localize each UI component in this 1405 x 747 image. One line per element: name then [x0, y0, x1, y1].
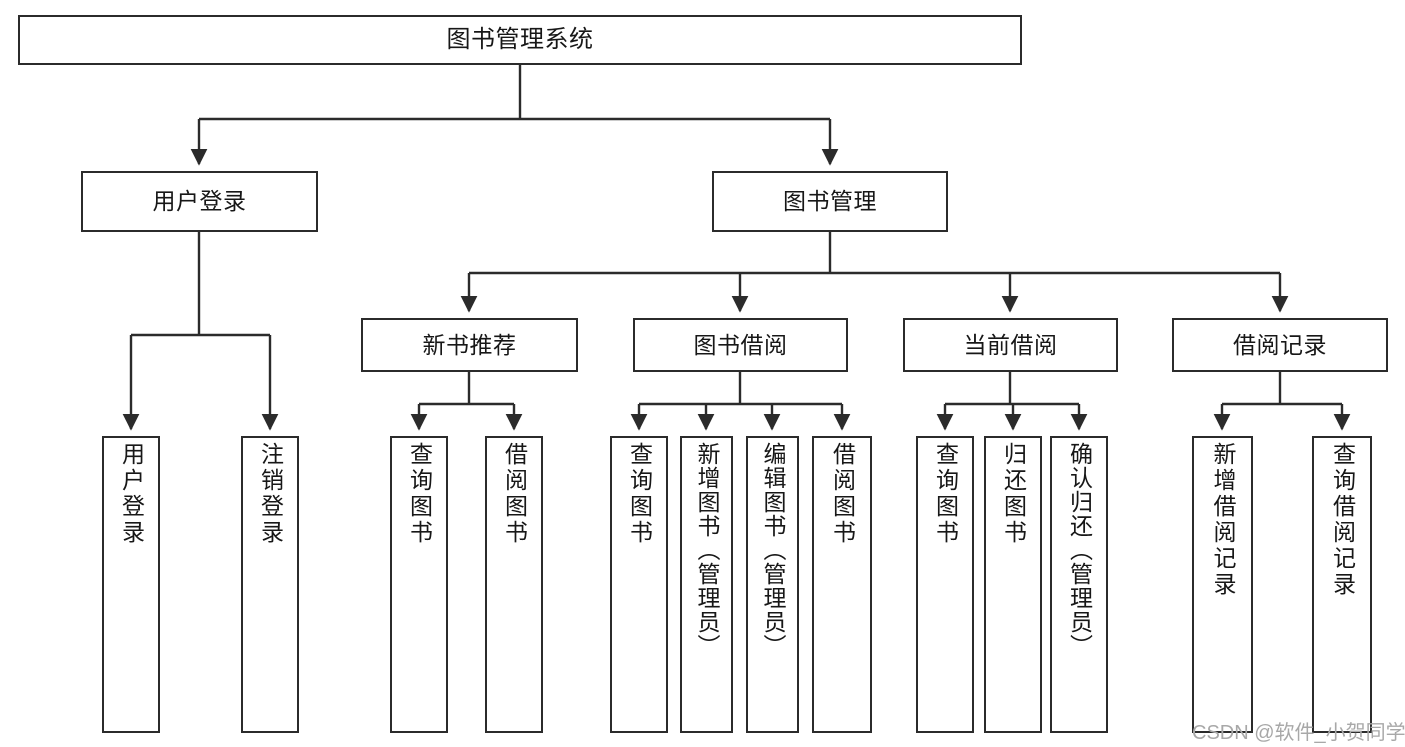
node-user-login[interactable]: 用户登录 [81, 171, 318, 232]
node-leaf-query-record-label: 查询借阅记录 [1329, 442, 1356, 598]
node-leaf-borrow-book-2-label: 借阅图书 [829, 442, 856, 546]
node-root[interactable]: 图书管理系统 [18, 15, 1022, 65]
node-current-borrow[interactable]: 当前借阅 [903, 318, 1118, 372]
node-leaf-user-logout[interactable]: 注销登录 [241, 436, 299, 733]
node-user-login-label: 用户登录 [152, 188, 247, 215]
node-leaf-return-book-label: 归还图书 [1000, 442, 1027, 546]
node-new-book-rec[interactable]: 新书推荐 [361, 318, 578, 372]
node-leaf-confirm-return[interactable]: 确认归还（管理员） [1050, 436, 1108, 733]
node-leaf-borrow-book-2[interactable]: 借阅图书 [812, 436, 872, 733]
node-leaf-query-book-2[interactable]: 查询图书 [610, 436, 668, 733]
node-leaf-add-book-label: 新增图书（管理员） [694, 442, 720, 658]
node-leaf-user-logout-label: 注销登录 [257, 442, 284, 546]
node-book-borrow-label: 图书借阅 [693, 331, 788, 358]
node-book-borrow[interactable]: 图书借阅 [633, 318, 848, 372]
node-leaf-confirm-return-label: 确认归还（管理员） [1066, 442, 1093, 658]
node-leaf-add-record[interactable]: 新增借阅记录 [1192, 436, 1253, 733]
node-leaf-borrow-book-1-label: 借阅图书 [501, 442, 528, 546]
node-leaf-user-login[interactable]: 用户登录 [102, 436, 160, 733]
node-leaf-edit-book-label: 编辑图书（管理员） [760, 442, 786, 658]
node-leaf-borrow-book-1[interactable]: 借阅图书 [485, 436, 543, 733]
node-borrow-record[interactable]: 借阅记录 [1172, 318, 1388, 372]
node-leaf-query-book-3-label: 查询图书 [932, 442, 959, 546]
node-leaf-user-login-label: 用户登录 [118, 442, 145, 546]
node-leaf-query-record[interactable]: 查询借阅记录 [1312, 436, 1372, 733]
node-root-label: 图书管理系统 [446, 26, 594, 54]
node-leaf-query-book-3[interactable]: 查询图书 [916, 436, 974, 733]
node-leaf-edit-book[interactable]: 编辑图书（管理员） [746, 436, 799, 733]
node-current-borrow-label: 当前借阅 [963, 331, 1058, 358]
node-leaf-query-book-1-label: 查询图书 [406, 442, 433, 546]
node-leaf-add-record-label: 新增借阅记录 [1210, 442, 1236, 598]
node-new-book-rec-label: 新书推荐 [422, 331, 517, 358]
node-borrow-record-label: 借阅记录 [1233, 331, 1327, 358]
node-book-manage-label: 图书管理 [783, 188, 877, 215]
node-book-manage[interactable]: 图书管理 [712, 171, 948, 232]
node-leaf-return-book[interactable]: 归还图书 [984, 436, 1042, 733]
node-leaf-add-book[interactable]: 新增图书（管理员） [680, 436, 733, 733]
node-leaf-query-book-2-label: 查询图书 [626, 442, 653, 546]
node-leaf-query-book-1[interactable]: 查询图书 [390, 436, 448, 733]
